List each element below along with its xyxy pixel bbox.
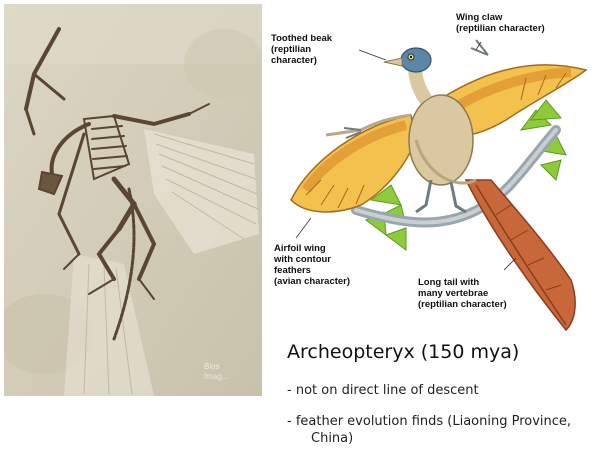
photo-watermark-line1: Bios — [204, 362, 220, 371]
fossil-image: Bios Imag... — [4, 4, 262, 396]
fossil-photo: Bios Imag... — [4, 4, 262, 396]
bullet-item: - not on direct line of descent — [287, 382, 479, 399]
bullet-text: - not on direct line of descent — [287, 383, 479, 398]
bullet-continuation: China) — [287, 430, 571, 447]
label-airfoil-wing: Airfoil wing with contour feathers (avia… — [274, 243, 350, 287]
label-wing-claw: Wing claw (reptilian character) — [456, 12, 545, 34]
archaeopteryx-illustration: Toothed beak (reptilian character) Wing … — [266, 0, 615, 338]
label-toothed-beak: Toothed beak (reptilian character) — [271, 33, 332, 66]
bullet-item: - feather evolution finds (Liaoning Prov… — [287, 413, 571, 447]
bullet-text: - feather evolution finds (Liaoning Prov… — [287, 414, 571, 429]
slide-title: Archeopteryx (150 mya) — [287, 341, 519, 363]
label-long-tail: Long tail with many vertebrae (reptilian… — [418, 277, 507, 310]
photo-watermark-line2: Imag... — [204, 372, 228, 381]
